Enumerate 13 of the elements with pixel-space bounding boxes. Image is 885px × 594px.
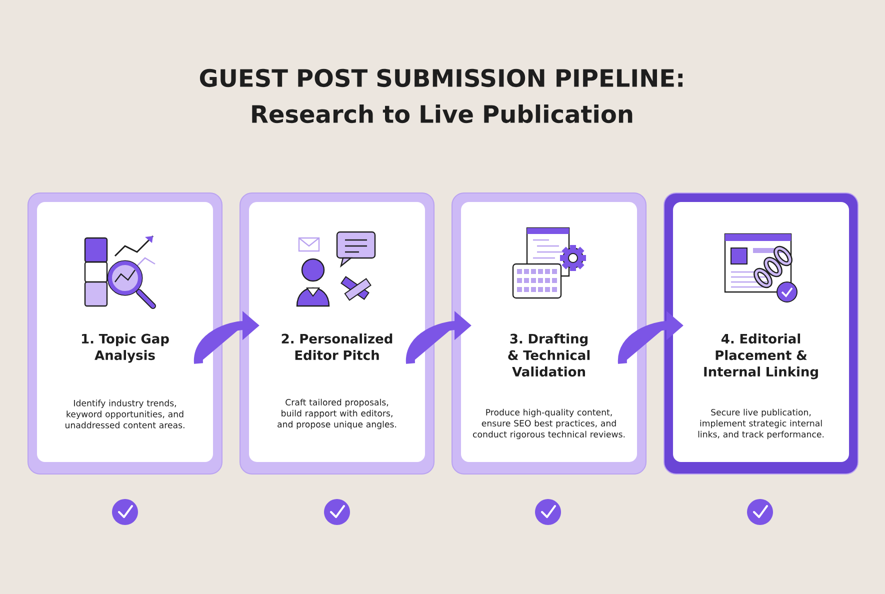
step-description: Produce high-quality content, ensure SEO best practices, and conduct rigorous technical reviews. xyxy=(473,408,625,440)
step-description: Craft tailored proposals, build rapport with editors, and propose unique angles. xyxy=(278,398,396,430)
step-card xyxy=(240,192,434,474)
title: GUEST POST SUBMISSION PIPELINE: Research to Live Publication xyxy=(200,68,682,124)
step-description: Identify industry trends, keyword opportunities, and unaddressed content areas. xyxy=(66,400,184,428)
step-heading: 3. Drafting & Technical Validation xyxy=(508,334,590,377)
step-description: Secure live publication, implement strategic internal links, and track performance. xyxy=(698,408,824,440)
step-card xyxy=(28,192,222,474)
step-card xyxy=(452,192,646,474)
step-card xyxy=(664,192,859,474)
step-heading: 4. Editorial Placement & Internal Linking xyxy=(704,334,818,380)
step-heading: 1. Topic Gap Analysis xyxy=(82,334,169,363)
step-heading: 2. Personalized Editor Pitch xyxy=(282,334,392,360)
